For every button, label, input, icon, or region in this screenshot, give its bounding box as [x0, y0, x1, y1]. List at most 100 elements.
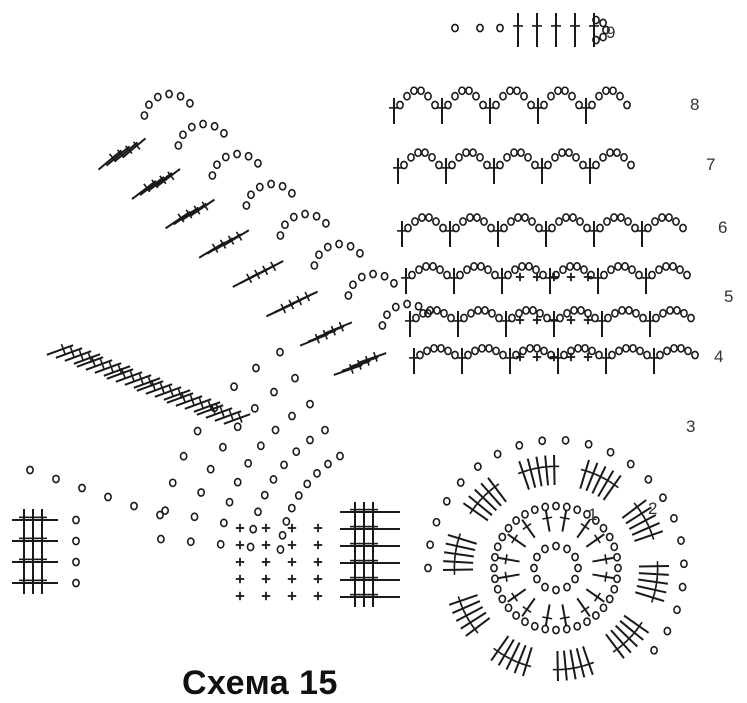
- chain-stitch-mark: [495, 543, 501, 550]
- chain-stitch-mark: [624, 101, 630, 108]
- chain-stitch-mark: [584, 618, 590, 625]
- double-crochet-mark: [611, 630, 631, 652]
- chain-stitch-mark: [553, 586, 559, 593]
- chain-stitch-mark: [575, 564, 581, 571]
- chain-stitch-mark: [277, 232, 283, 239]
- chain-stitch-mark: [311, 262, 317, 269]
- chain-stitch-mark: [615, 263, 621, 270]
- chain-stitch-mark: [223, 153, 229, 160]
- chain-stitch-mark: [659, 214, 665, 221]
- chain-stitch-mark: [493, 347, 499, 354]
- double-crochet-mark: [581, 607, 589, 613]
- chain-stitch-mark: [231, 383, 237, 390]
- chain-stitch-mark: [302, 210, 308, 217]
- chain-stitch-mark: [552, 154, 558, 161]
- chain-stitch-mark: [486, 345, 492, 352]
- chain-stitch-mark: [495, 586, 501, 593]
- double-crochet-mark: [334, 365, 362, 375]
- chain-stitch-mark: [623, 345, 629, 352]
- chain-stitch-mark: [422, 149, 428, 156]
- chain-stitch-mark: [427, 541, 433, 548]
- chain-stitch-mark: [656, 266, 662, 273]
- chain-stitch-mark: [433, 519, 439, 526]
- chain-stitch-mark: [316, 251, 322, 258]
- chain-stitch-mark: [248, 191, 254, 198]
- chain-stitch-mark: [660, 494, 666, 501]
- chain-stitch-mark: [626, 307, 632, 314]
- chain-stitch-mark: [596, 93, 602, 100]
- chain-stitch-mark: [664, 347, 670, 354]
- chain-stitch-mark: [307, 436, 313, 443]
- chain-stitch-mark: [513, 612, 519, 619]
- double-crochet-mark: [446, 544, 475, 550]
- double-crochet-mark: [560, 617, 570, 619]
- chain-stitch-mark: [272, 426, 278, 433]
- chain-stitch-mark: [529, 218, 535, 225]
- chain-stitch-mark: [408, 154, 414, 161]
- double-crochet-mark: [577, 648, 585, 677]
- chain-stitch-mark: [296, 492, 302, 499]
- double-crochet-mark: [605, 572, 607, 582]
- double-crochet-mark: [156, 169, 180, 187]
- double-crochet-mark: [592, 558, 614, 562]
- chain-stitch-mark: [255, 508, 261, 515]
- double-crochet-mark: [639, 566, 669, 567]
- chain-stitch-mark: [235, 479, 241, 486]
- chain-stitch-mark: [505, 604, 511, 611]
- chain-stitch-mark: [441, 310, 447, 317]
- chain-stitch-mark: [556, 218, 562, 225]
- double-crochet-mark: [610, 482, 618, 488]
- chain-stitch-mark: [370, 270, 376, 277]
- chain-stitch-mark: [581, 266, 587, 273]
- chain-stitch-mark: [660, 310, 666, 317]
- chain-stitch-mark: [473, 93, 479, 100]
- chain-stitch-mark: [211, 123, 217, 130]
- chain-stitch-mark: [680, 224, 686, 231]
- chain-stitch-mark: [416, 266, 422, 273]
- chain-stitch-mark: [73, 579, 79, 586]
- chain-stitch-mark: [292, 375, 298, 382]
- chain-stitch-mark: [611, 214, 617, 221]
- chain-stitch-mark: [434, 307, 440, 314]
- chain-stitch-mark: [508, 218, 514, 225]
- double-crochet-mark: [115, 142, 138, 161]
- double-crochet-mark: [583, 646, 593, 674]
- chain-stitch-mark: [482, 307, 488, 314]
- chain-stitch-mark: [560, 266, 566, 273]
- chain-stitch-mark: [277, 349, 283, 356]
- double-crochet-mark: [257, 261, 283, 275]
- chain-stitch-mark: [226, 499, 232, 506]
- chain-stitch-mark: [491, 564, 497, 571]
- chain-stitch-mark: [607, 449, 613, 456]
- chain-stitch-mark: [404, 300, 410, 307]
- chain-stitch-mark: [604, 218, 610, 225]
- chain-stitch-mark: [247, 543, 253, 550]
- double-crochet-mark: [499, 640, 514, 666]
- chain-stitch-mark: [431, 345, 437, 352]
- chain-stitch-mark: [611, 586, 617, 593]
- chain-stitch-mark: [516, 310, 522, 317]
- chain-stitch-mark: [27, 466, 33, 473]
- row-number-2: 2: [648, 499, 657, 518]
- chain-stitch-mark: [615, 564, 621, 571]
- chain-stitch-mark: [637, 347, 643, 354]
- double-crochet-mark: [498, 558, 520, 562]
- chain-stitch-mark: [445, 347, 451, 354]
- chain-stitch-mark: [209, 172, 215, 179]
- chain-stitch-mark: [617, 93, 623, 100]
- chain-stitch-mark: [477, 24, 483, 31]
- chain-stitch-mark: [313, 213, 319, 220]
- chain-stitch-mark: [283, 518, 289, 525]
- chain-stitch-mark: [433, 218, 439, 225]
- chain-stitch-mark: [533, 266, 539, 273]
- chain-stitch-mark: [418, 87, 424, 94]
- double-crochet-mark: [528, 459, 536, 488]
- chain-stitch-mark: [282, 221, 288, 228]
- chain-stitch-mark: [257, 183, 263, 190]
- chain-stitch-mark: [504, 154, 510, 161]
- chain-stitch-mark: [472, 347, 478, 354]
- double-crochet-mark: [595, 593, 601, 601]
- chain-stitch-mark: [146, 101, 152, 108]
- double-crochet-mark: [290, 292, 317, 305]
- chain-stitch-mark: [492, 554, 498, 561]
